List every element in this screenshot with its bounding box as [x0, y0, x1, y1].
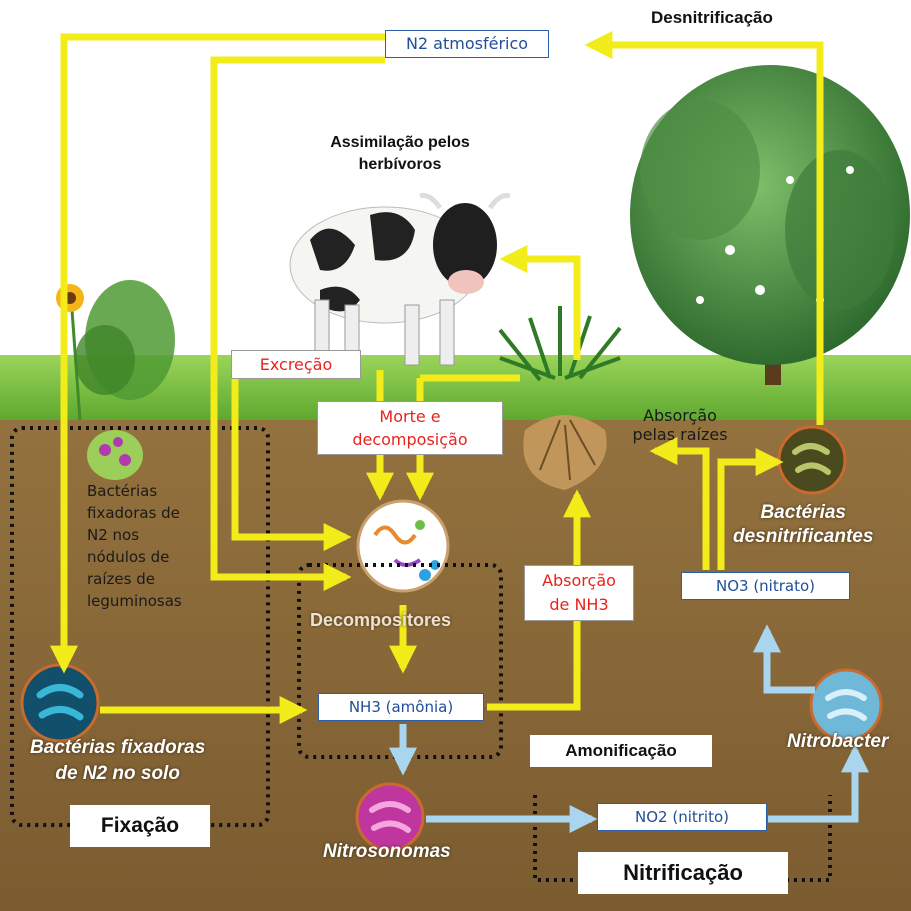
nodulos-line-4: nódulos de [87, 546, 182, 568]
morte-decomposicao-box: Morte e decomposição [317, 401, 503, 455]
morte-line-1: Morte e [326, 405, 494, 428]
amonificacao-box: Amonificação [530, 735, 712, 767]
assimilacao-line-1: Assimilação pelos [305, 132, 495, 154]
nodulos-line-1: Bactérias [87, 480, 182, 502]
bacterias-nodulos-label: Bactérias fixadoras de N2 nos nódulos de… [87, 480, 182, 612]
morte-line-2: decomposição [326, 428, 494, 451]
absorcao-nh3-line-1: Absorção [533, 569, 625, 593]
n2-atmosferico-text: N2 atmosférico [406, 34, 528, 53]
excrecao-box: Excreção [231, 350, 361, 379]
nodulos-line-5: raízes de [87, 568, 182, 590]
nitrosonomas-label: Nitrosonomas [323, 841, 451, 863]
fixacao-box: Fixação [70, 805, 210, 847]
nitrato-text: NO3 (nitrato) [716, 577, 815, 595]
bacterias-fixadoras-solo-microbe-circle [22, 665, 98, 741]
nh3-amonia-text: NH3 (amônia) [349, 698, 453, 716]
decompositores-microbe-circle [358, 501, 448, 591]
nitrito-box: NO2 (nitrito) [597, 803, 767, 831]
amonificacao-text: Amonificação [565, 741, 676, 760]
desnitrificacao-label: Desnitrificação [651, 8, 773, 28]
nodulos-line-6: leguminosas [87, 590, 182, 612]
bacterias-desnitrificantes-label: Bactérias desnitrificantes [733, 501, 873, 549]
bacterias-fixadoras-solo-label: Bactérias fixadoras de N2 no solo [30, 735, 205, 787]
absorcao-raizes-line-1: Absorção [630, 406, 730, 425]
absorcao-nh3-box: Absorção de NH3 [524, 565, 634, 621]
nitrito-text: NO2 (nitrito) [635, 808, 729, 826]
n2-atmosferico-box: N2 atmosférico [385, 30, 549, 58]
solo-line-1: Bactérias fixadoras [30, 735, 205, 761]
nitrificacao-text: Nitrificação [623, 860, 743, 885]
nitrobacter-microbe-circle [811, 670, 881, 740]
assimilacao-line-2: herbívoros [305, 154, 495, 176]
fixacao-text: Fixação [101, 814, 179, 837]
nitrato-box: NO3 (nitrato) [681, 572, 850, 600]
bacterias-desnitrificantes-microbe-circle [779, 427, 845, 493]
decompositores-label: Decompositores [310, 610, 451, 631]
absorcao-nh3-line-2: de NH3 [533, 593, 625, 617]
nitrificacao-box: Nitrificação [578, 852, 788, 894]
assimilacao-label: Assimilação pelos herbívoros [305, 132, 495, 176]
excrecao-text: Excreção [260, 355, 333, 374]
nodulos-line-3: N2 nos [87, 524, 182, 546]
absorcao-raizes-line-2: pelas raízes [630, 425, 730, 444]
nodulos-line-2: fixadoras de [87, 502, 182, 524]
absorcao-raizes-label: Absorção pelas raízes [630, 406, 730, 444]
nh3-amonia-box: NH3 (amônia) [318, 693, 484, 721]
desnit-line-2: desnitrificantes [733, 525, 873, 549]
solo-line-2: de N2 no solo [30, 761, 205, 787]
desnit-line-1: Bactérias [733, 501, 873, 525]
nitrobacter-label: Nitrobacter [787, 731, 888, 753]
